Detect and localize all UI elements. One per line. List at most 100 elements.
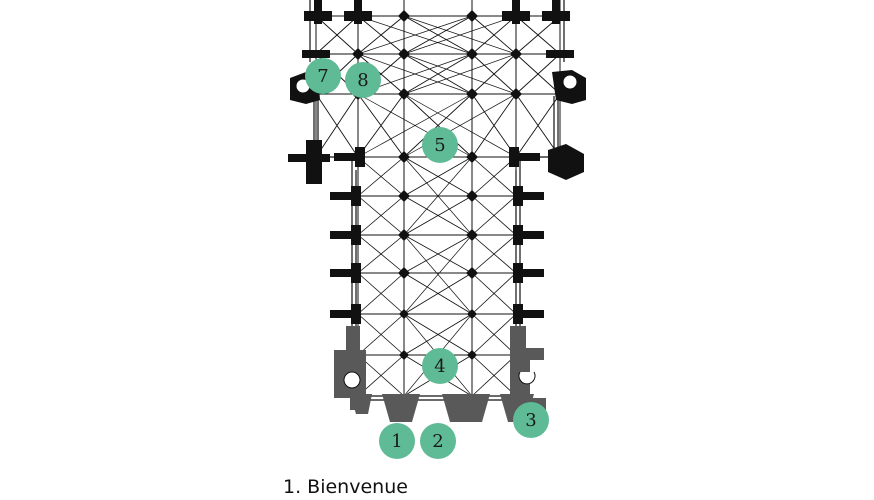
vault-rib: [357, 15, 405, 55]
vault-rib: [515, 53, 561, 95]
buttress: [518, 192, 544, 200]
pier: [398, 10, 410, 22]
buttress: [330, 192, 356, 200]
marker-5[interactable]: 5: [422, 127, 458, 163]
vault-rib: [471, 313, 517, 356]
facade-buttress: [350, 394, 372, 414]
marker-circle[interactable]: [422, 348, 458, 384]
pier: [466, 10, 478, 22]
buttress: [330, 310, 356, 318]
pier: [466, 190, 478, 202]
vault-rib: [403, 313, 473, 356]
vault-rib: [357, 15, 473, 55]
pier: [398, 267, 410, 279]
vault-rib: [471, 15, 517, 55]
buttress: [314, 0, 322, 24]
marker-circle[interactable]: [420, 423, 456, 459]
buttress: [513, 304, 523, 324]
marker-circle[interactable]: [379, 423, 415, 459]
pier: [466, 151, 478, 163]
pier: [466, 229, 478, 241]
facade-buttress: [442, 394, 490, 422]
vault-rib: [403, 156, 473, 197]
buttress: [302, 50, 330, 58]
pier: [466, 48, 478, 60]
buttress: [552, 0, 560, 24]
vault-rib: [471, 272, 517, 315]
marker-7[interactable]: 7: [305, 58, 341, 94]
buttress: [512, 0, 520, 24]
facade-buttress: [382, 394, 420, 422]
marker-8[interactable]: 8: [345, 62, 381, 98]
buttress: [518, 310, 544, 318]
buttress: [354, 0, 362, 24]
vault-rib: [515, 93, 561, 158]
buttress: [546, 50, 574, 58]
vault-rib: [471, 156, 517, 197]
vault-rib: [357, 93, 405, 158]
vault-rib: [357, 234, 405, 274]
buttress: [351, 263, 361, 283]
vault-rib: [357, 156, 405, 197]
pier: [398, 88, 410, 100]
vault-rib: [357, 272, 405, 315]
vault-rib: [357, 313, 405, 356]
buttress: [518, 269, 544, 277]
buttress: [513, 225, 523, 245]
vault-rib: [315, 15, 359, 55]
vault-rib: [357, 195, 405, 236]
vault-rib: [471, 234, 517, 274]
vault-rib: [315, 93, 359, 158]
plan-piers: [352, 10, 522, 360]
vault-rib: [403, 272, 473, 315]
vault-rib: [403, 15, 473, 55]
pier: [466, 267, 478, 279]
vault-rib: [403, 93, 473, 158]
west-tower-left: [334, 326, 366, 410]
pier: [398, 229, 410, 241]
west-tower-right: [510, 326, 546, 410]
vault-rib: [471, 53, 517, 95]
marker-3[interactable]: 3: [513, 402, 549, 438]
plan-solid-masonry: [288, 0, 586, 422]
marker-circle[interactable]: [422, 127, 458, 163]
pier: [466, 88, 478, 100]
pier: [398, 190, 410, 202]
vault-rib: [403, 195, 473, 236]
buttress: [513, 186, 523, 206]
buttress: [514, 153, 540, 161]
buttress: [513, 263, 523, 283]
pier: [398, 151, 410, 163]
marker-4[interactable]: 4: [422, 348, 458, 384]
buttress: [518, 231, 544, 239]
marker-2[interactable]: 2: [420, 423, 456, 459]
transept-buttress-right: [548, 144, 584, 180]
buttress: [351, 225, 361, 245]
buttress: [330, 231, 356, 239]
vault-rib: [403, 234, 473, 315]
pier: [510, 48, 522, 60]
pier-hatched: [399, 350, 409, 360]
pier: [398, 48, 410, 60]
marker-circle[interactable]: [305, 58, 341, 94]
buttress: [509, 147, 519, 167]
buttress: [355, 147, 365, 167]
marker-1[interactable]: 1: [379, 423, 415, 459]
vault-rib: [471, 354, 517, 397]
marker-circle[interactable]: [345, 62, 381, 98]
vault-rib: [357, 93, 473, 158]
plan-vault-lines: [315, 0, 561, 397]
stair-well: [562, 74, 578, 90]
marker-circle[interactable]: [513, 402, 549, 438]
pier-hatched: [399, 309, 409, 319]
pier: [510, 88, 522, 100]
pier: [352, 48, 364, 60]
vault-rib: [471, 195, 517, 236]
pier-hatched: [467, 309, 477, 319]
vault-rib: [403, 234, 473, 274]
buttress: [351, 304, 361, 324]
buttress: [334, 153, 360, 161]
vault-rib: [471, 93, 517, 158]
tower-stair: [343, 371, 361, 389]
